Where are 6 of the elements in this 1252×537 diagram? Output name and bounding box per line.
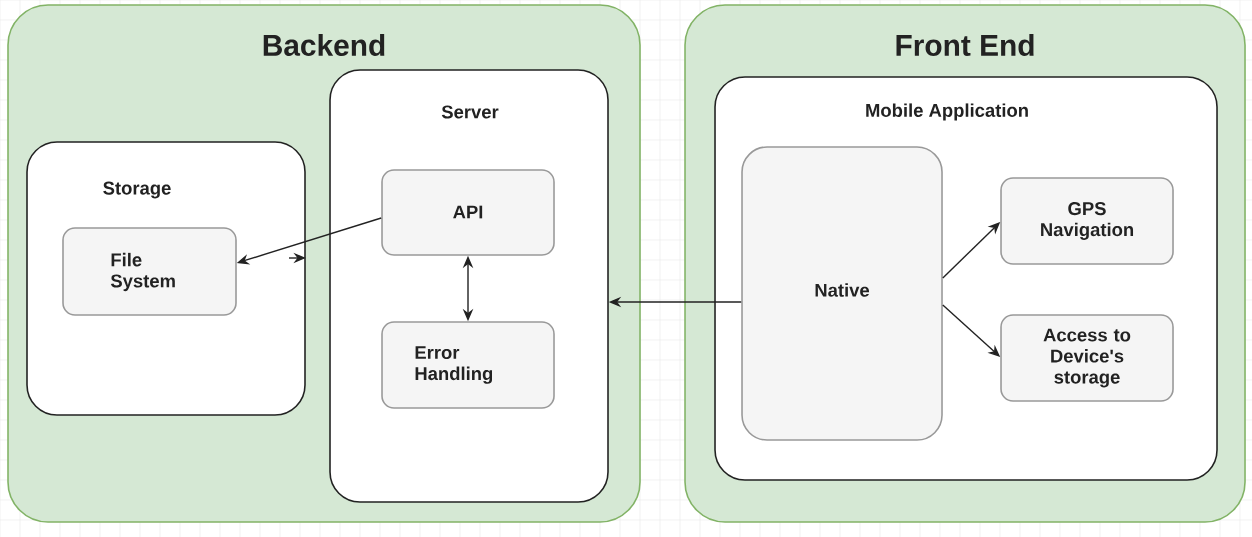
box: GPS Navigation xyxy=(1000,177,1174,265)
box: Native xyxy=(741,146,943,441)
box: API xyxy=(381,169,555,256)
box: File System xyxy=(62,227,237,316)
box: Access to Device's storage xyxy=(1000,314,1174,402)
box: Error Handling xyxy=(381,321,555,409)
